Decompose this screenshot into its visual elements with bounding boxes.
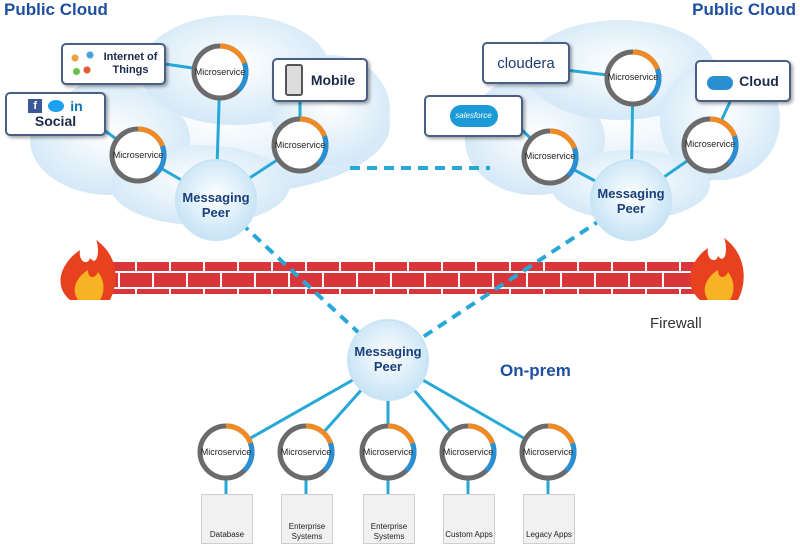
iot-label: Internet of Things — [103, 51, 158, 76]
salesforce-box: salesforce — [424, 95, 523, 137]
microservice-label: Microservice — [522, 447, 574, 457]
microservice-node — [439, 423, 497, 481]
microservice-label: Microservice — [194, 67, 246, 77]
peer-center-node — [347, 319, 429, 401]
microservice-node — [604, 49, 662, 107]
social-icons: f in — [28, 98, 83, 114]
custom-apps-label: Custom Apps — [445, 530, 493, 539]
custom-apps-tile — [443, 494, 495, 544]
microservice-label: Microservice — [684, 139, 736, 149]
microservice-node — [681, 116, 739, 174]
mobile-box: Mobile — [272, 58, 368, 102]
microservice-label: Microservice — [524, 151, 576, 161]
mobile-phone-icon — [284, 64, 303, 96]
mobile-label: Mobile — [310, 72, 356, 88]
iot-circuit-icon — [68, 49, 99, 79]
microservice-node — [277, 423, 335, 481]
sap-label-line1: Enterprise — [288, 522, 326, 531]
oracle-label-line1: Enterprise — [370, 522, 408, 531]
sap-label-line2: Systems — [291, 532, 323, 541]
microservice-node — [521, 128, 579, 186]
microservice-rings — [109, 43, 739, 481]
sap-tile — [281, 494, 333, 544]
flame-right-icon — [689, 238, 744, 300]
firewall-wall — [104, 262, 710, 294]
oracle-label-line2: Systems — [373, 532, 405, 541]
cloudera-box: cloudera — [482, 42, 570, 84]
microservice-label: Microservice — [607, 72, 659, 82]
database-tile — [201, 494, 253, 544]
left-cloud-title: Public Cloud — [4, 0, 108, 19]
microservice-node — [271, 116, 329, 174]
flame-left-icon — [60, 240, 116, 300]
microservice-label: Microservice — [280, 447, 332, 457]
facebook-icon: f — [28, 99, 43, 113]
firewall-label: Firewall — [650, 315, 702, 332]
peer-left-node — [175, 159, 257, 241]
twitter-icon — [48, 100, 65, 112]
peer-left-label: Messaging Peer — [182, 190, 250, 220]
cloudera-logo: cloudera — [497, 54, 555, 72]
microservice-label: Microservice — [362, 447, 414, 457]
peer-right-node — [590, 159, 672, 241]
peer-center-label: Messaging Peer — [354, 344, 422, 374]
oracle-tile — [363, 494, 415, 544]
microservice-node — [109, 126, 167, 184]
microservice-node — [197, 423, 255, 481]
cloud-icon — [707, 76, 734, 90]
microservice-node — [359, 423, 417, 481]
database-label: Database — [209, 530, 245, 539]
microservice-label: Microservice — [442, 447, 494, 457]
microservice-node — [191, 43, 249, 101]
microservice-label: Microservice — [200, 447, 252, 457]
iot-box: Internet of Things — [61, 43, 166, 85]
peer-right-label: Messaging Peer — [597, 186, 665, 216]
legacy-apps-label: Legacy Apps — [526, 530, 572, 539]
social-label: Social — [34, 113, 77, 129]
microservice-node — [519, 423, 577, 481]
cloud-label: Cloud — [739, 73, 779, 89]
microservice-label: Microservice — [112, 150, 164, 160]
onprem-label: On-prem — [500, 361, 571, 380]
cloud-box: Cloud — [695, 60, 791, 102]
right-cloud-title: Public Cloud — [692, 0, 796, 19]
microservice-label: Microservice — [274, 140, 326, 150]
salesforce-logo: salesforce — [449, 105, 498, 127]
legacy-apps-tile — [523, 494, 575, 544]
social-box: f in Social — [5, 92, 106, 136]
linkedin-icon: in — [70, 98, 83, 114]
